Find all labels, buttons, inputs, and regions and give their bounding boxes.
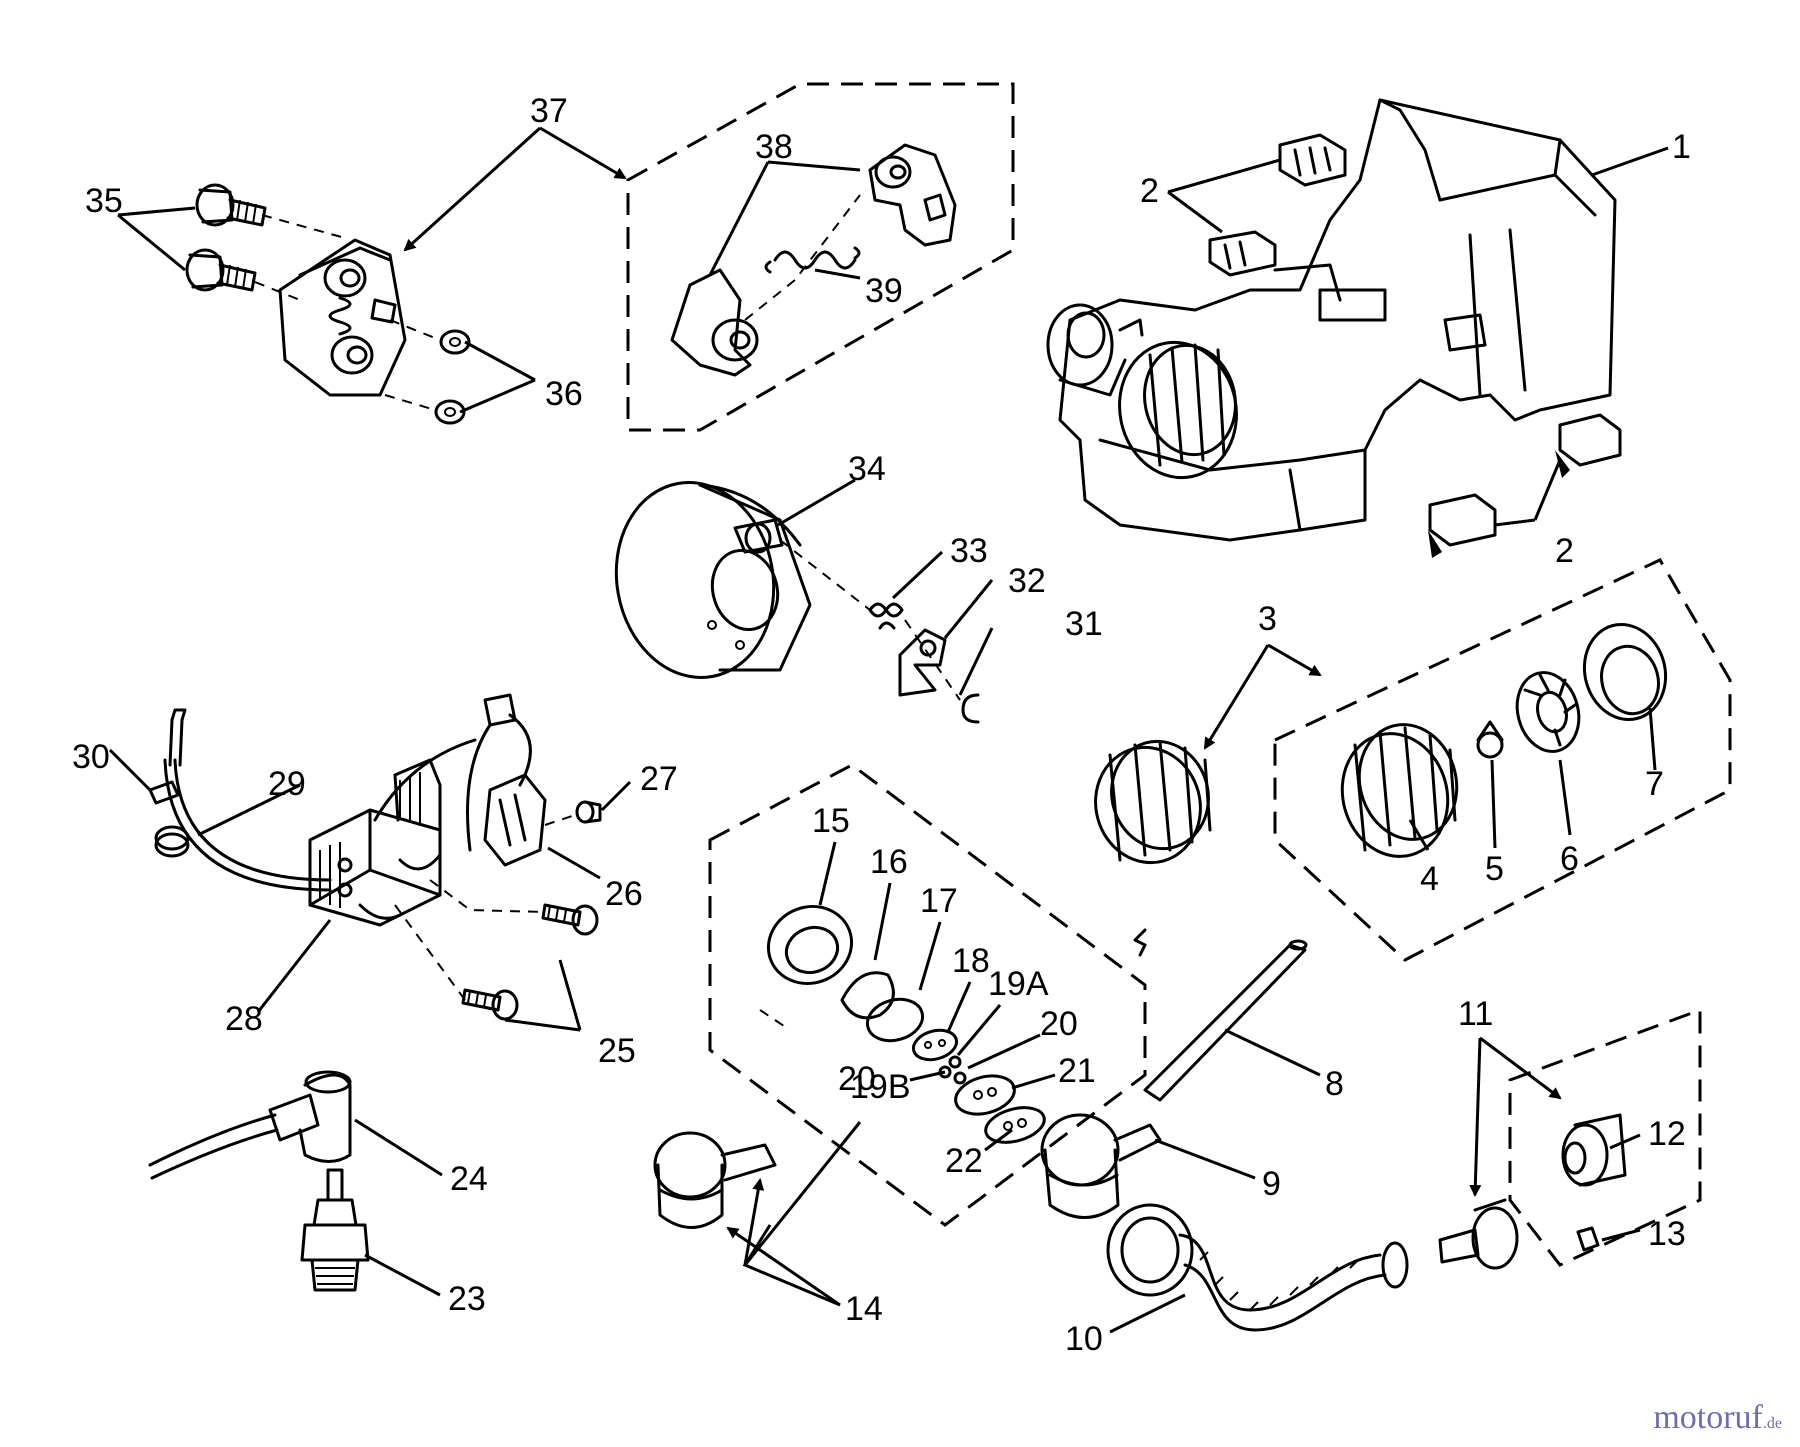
clutch-assembly-37	[278, 238, 407, 397]
label-27: 27	[640, 760, 678, 798]
fuel-filter-11	[1438, 1198, 1519, 1270]
label-20-left: 20	[838, 1060, 876, 1098]
group-box-filter-kit	[1508, 1007, 1702, 1267]
gasket-22	[984, 1106, 1046, 1144]
label-24: 24	[450, 1160, 488, 1198]
filter-body-12	[1561, 1113, 1627, 1187]
washer-36-bottom	[434, 399, 466, 425]
primer-bulb-9	[1040, 1113, 1162, 1219]
label-22: 22	[945, 1142, 983, 1180]
label-31: 31	[1065, 605, 1103, 643]
fuel-cap-4	[1340, 723, 1459, 858]
primer-bulb-16	[840, 971, 895, 1020]
watermark: motoruf.de	[1653, 1399, 1782, 1437]
label-30: 30	[72, 738, 110, 776]
bolt-35-bottom	[185, 248, 257, 292]
label-37: 37	[530, 92, 568, 130]
spark-plug-23	[300, 1168, 370, 1292]
clutch-shoe-38-left	[670, 268, 759, 377]
label-19a: 19A	[988, 965, 1049, 1003]
label-3: 3	[1258, 600, 1277, 638]
label-2-top: 2	[1140, 172, 1159, 210]
switch-26	[466, 693, 547, 867]
spring-33	[868, 602, 904, 630]
label-11: 11	[1458, 995, 1493, 1033]
spring-39	[764, 246, 861, 274]
label-34: 34	[848, 450, 886, 488]
clutch-drum-34	[614, 481, 812, 679]
ground-wire-30	[148, 780, 180, 805]
fuel-line-8	[1133, 928, 1308, 1102]
label-4: 4	[1420, 860, 1439, 898]
fuel-hose-10	[1106, 1203, 1409, 1332]
label-7: 7	[1645, 765, 1664, 803]
label-10: 10	[1065, 1320, 1103, 1358]
clutch-shoe-38-right	[868, 143, 957, 247]
label-26: 26	[605, 875, 643, 913]
label-6: 6	[1560, 840, 1579, 878]
screw-27	[575, 800, 602, 824]
bolt-35-top	[195, 183, 267, 227]
label-12: 12	[1648, 1115, 1686, 1153]
label-17: 17	[920, 882, 958, 920]
screw-25-top	[541, 903, 599, 936]
disc-17	[865, 997, 925, 1043]
label-29: 29	[268, 765, 306, 803]
fuel-cap-3	[1094, 739, 1212, 865]
label-21: 21	[1058, 1052, 1096, 1090]
primer-assembly-14	[653, 1131, 777, 1229]
group-box-clutch-shoes	[626, 82, 1015, 432]
clip-31	[961, 693, 980, 724]
retainer-6	[1515, 671, 1581, 753]
mount-pad-top	[1208, 133, 1347, 277]
watermark-suffix: .de	[1762, 1415, 1782, 1432]
label-14: 14	[845, 1290, 883, 1328]
label-36: 36	[545, 375, 583, 413]
group-box-cap-kit	[1273, 558, 1732, 962]
screw-25-bottom	[461, 988, 519, 1021]
grommet-29	[154, 825, 190, 858]
check-balls	[938, 1055, 967, 1085]
lever-32	[898, 628, 947, 697]
spark-plug-boot-24	[148, 1070, 352, 1180]
label-8: 8	[1325, 1065, 1344, 1103]
label-2-bottom: 2	[1555, 532, 1574, 570]
gasket-7	[1582, 622, 1668, 722]
label-13: 13	[1648, 1215, 1686, 1253]
label-25: 25	[598, 1032, 636, 1070]
primer-cap-15	[766, 905, 854, 985]
washer-36-top	[439, 329, 471, 355]
label-23: 23	[448, 1280, 486, 1318]
fuel-tank-housing	[1046, 98, 1617, 542]
label-9: 9	[1262, 1165, 1281, 1203]
seat-21	[954, 1074, 1016, 1116]
group-box-primer-kit	[708, 763, 1147, 1227]
label-39: 39	[865, 272, 903, 310]
label-1: 1	[1672, 128, 1691, 166]
filter-element-13	[1576, 1226, 1600, 1252]
label-16: 16	[870, 843, 908, 881]
watermark-text: motoruf	[1653, 1399, 1763, 1436]
label-18: 18	[952, 942, 990, 980]
label-35: 35	[85, 182, 123, 220]
label-28: 28	[225, 1000, 263, 1038]
mount-pad-bottom	[1428, 413, 1622, 558]
ignition-module-28	[163, 708, 477, 927]
label-15: 15	[812, 802, 850, 840]
label-5: 5	[1485, 850, 1504, 888]
label-20-right: 20	[1040, 1005, 1078, 1043]
valve-5	[1476, 720, 1504, 759]
label-33: 33	[950, 532, 988, 570]
label-19b: 19B	[850, 1068, 911, 1106]
label-38: 38	[755, 128, 793, 166]
valve-plate-18	[911, 1028, 959, 1062]
label-32: 32	[1008, 562, 1046, 600]
